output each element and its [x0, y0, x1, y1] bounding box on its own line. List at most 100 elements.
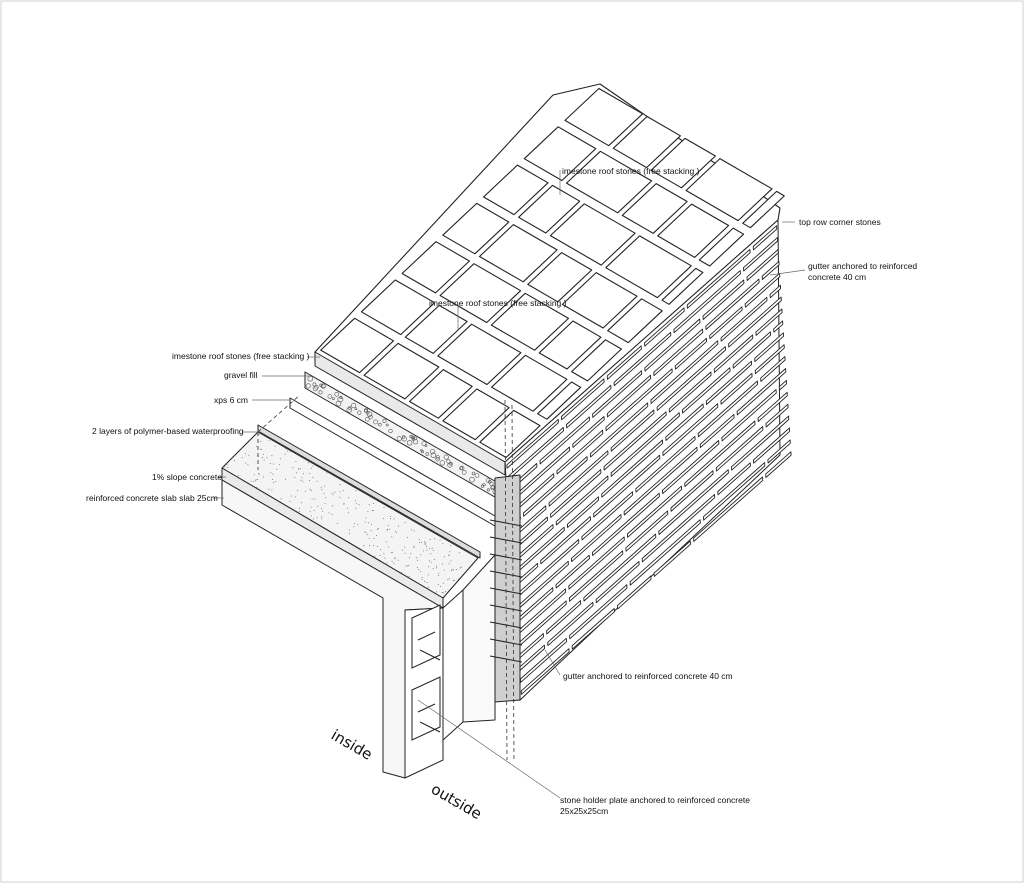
concrete-speck: [328, 512, 330, 514]
concrete-speck: [310, 467, 312, 469]
concrete-speck: [439, 585, 441, 587]
concrete-speck: [387, 528, 389, 530]
concrete-speck: [418, 539, 420, 541]
wall-stone: [550, 469, 602, 518]
wall-stones: [506, 225, 792, 695]
concrete-speck: [300, 479, 302, 481]
concrete-speck: [427, 574, 429, 576]
concrete-speck: [450, 560, 452, 562]
wall-stone: [519, 637, 567, 683]
concrete-speck: [258, 434, 260, 436]
concrete-speck: [268, 439, 270, 441]
gravel-pebble: [409, 434, 413, 439]
concrete-speck: [389, 528, 391, 530]
concrete-speck: [321, 518, 323, 520]
concrete-speck: [257, 479, 259, 480]
concrete-speck: [396, 532, 398, 534]
concrete-speck: [391, 536, 393, 538]
gravel-pebble: [471, 471, 476, 476]
concrete-speck: [253, 474, 255, 476]
concrete-speck: [426, 549, 428, 551]
concrete-speck: [377, 528, 378, 530]
concrete-speck: [438, 575, 440, 577]
roof-stone: [605, 235, 692, 299]
concrete-speck: [404, 546, 406, 548]
concrete-speck: [430, 561, 432, 563]
gutter-anchor: [489, 638, 523, 646]
concrete-speck: [354, 500, 356, 501]
concrete-speck: [289, 450, 291, 452]
wall-stone: [757, 391, 788, 422]
wall-stone: [641, 493, 716, 563]
roof-stone: [661, 267, 704, 305]
wall-stone: [555, 554, 590, 589]
gutter-anchor: [489, 655, 523, 663]
concrete-speck: [279, 464, 281, 466]
gravel-pebble: [385, 423, 389, 427]
concrete-speck: [307, 462, 309, 464]
wall-stone: [702, 462, 766, 521]
concrete-speck: [458, 552, 460, 554]
concrete-speck: [364, 521, 366, 523]
concrete-speck: [408, 575, 410, 577]
wall-stone: [755, 308, 783, 336]
gravel-pebble: [469, 476, 475, 483]
roof-stone: [401, 241, 470, 294]
concrete-speck: [250, 480, 252, 482]
concrete-speck: [316, 517, 318, 519]
roof-stone: [527, 252, 593, 303]
gravel-pebble: [421, 441, 427, 446]
concrete-speck: [301, 477, 303, 479]
gravel-pebble: [364, 416, 370, 422]
concrete-speck: [284, 453, 286, 455]
roof-stone: [549, 203, 636, 266]
concrete-speck: [384, 557, 386, 559]
concrete-speck: [374, 555, 376, 557]
wall-stone: [744, 272, 781, 308]
concrete-speck: [418, 568, 420, 570]
concrete-speck: [367, 510, 369, 512]
concrete-speck: [226, 464, 228, 466]
concrete-speck: [398, 525, 400, 527]
roof-stone: [408, 369, 473, 419]
concrete-speck: [312, 518, 314, 520]
wall-stone: [670, 470, 714, 512]
concrete-speck: [395, 530, 397, 532]
concrete-speck: [273, 482, 274, 484]
label-roof-stones-edge: imestone roof stones (free stacking ): [172, 351, 310, 361]
concrete-speck: [424, 541, 426, 543]
concrete-speck: [355, 507, 357, 509]
concrete-speck: [426, 582, 428, 583]
concrete-speck: [365, 517, 367, 519]
concrete-speck: [432, 550, 434, 551]
leader-lines: [213, 170, 806, 799]
concrete-speck: [421, 577, 423, 578]
wall-stone: [570, 514, 622, 563]
concrete-speck: [413, 546, 415, 548]
concrete-speck: [438, 572, 440, 574]
label-gutter-top-line2: concrete 40 cm: [808, 272, 866, 282]
wall-stone: [656, 346, 726, 411]
wall-stone: [665, 403, 704, 441]
concrete-speck: [413, 545, 415, 547]
concrete-speck: [368, 537, 370, 539]
wall-stone: [568, 536, 625, 590]
concrete-speck: [459, 567, 461, 569]
wall-stone: [746, 249, 779, 281]
wall-stone: [760, 356, 786, 382]
label-roof-stones-mid: imestone roof stones (free stacking ): [429, 298, 567, 308]
concrete-speck: [294, 476, 296, 478]
concrete-speck: [332, 505, 334, 507]
concrete-speck: [387, 524, 389, 526]
stone-wall-face: [504, 218, 792, 702]
concrete-speck: [362, 550, 364, 551]
gravel-pebble: [337, 396, 344, 403]
wall-stone: [548, 450, 609, 507]
wall-stone: [721, 389, 777, 442]
wall-stone: [560, 378, 605, 421]
wall-stone: [581, 491, 634, 541]
concrete-speck: [371, 523, 372, 525]
concrete-texture: [224, 434, 462, 594]
wall-stone: [693, 476, 764, 542]
label-stone-holder-line2: 25x25x25cm: [560, 806, 608, 816]
